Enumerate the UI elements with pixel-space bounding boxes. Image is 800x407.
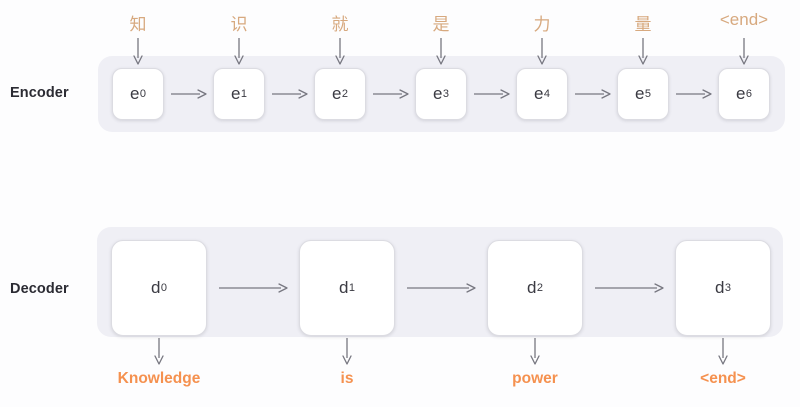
- cell-subscript: 2: [536, 282, 544, 294]
- cell-subscript: 4: [543, 88, 551, 100]
- encoder-input-arrow-4: [536, 38, 548, 65]
- encoder-input-token-1: 识: [230, 15, 248, 34]
- cell-subscript: 2: [341, 88, 349, 100]
- decoder-output-word-0: Knowledge: [117, 370, 201, 387]
- encoder-input-arrow-3: [435, 38, 447, 65]
- encoder-input-token-0: 知: [129, 15, 147, 34]
- encoder-input-arrow-6: [738, 38, 750, 65]
- encoder-input-token-4: 力: [533, 15, 551, 34]
- cell-subscript: 3: [724, 282, 732, 294]
- encoder-flow-arrow-4: [575, 88, 611, 100]
- decoder-output-arrow-1: [341, 338, 353, 365]
- cell-subscript: 6: [745, 88, 753, 100]
- encoder-flow-arrow-2: [373, 88, 409, 100]
- decoder-output-word-1: is: [340, 370, 354, 387]
- encoder-input-arrow-5: [637, 38, 649, 65]
- cell-subscript: 1: [348, 282, 356, 294]
- decoder-output-arrow-3: [717, 338, 729, 365]
- decoder-flow-arrow-0: [219, 282, 288, 294]
- cell-subscript: 3: [442, 88, 450, 100]
- cell-subscript: 0: [139, 88, 147, 100]
- encoder-input-token-2: 就: [331, 15, 349, 34]
- encoder-input-arrow-2: [334, 38, 346, 65]
- decoder-output-word-2: power: [512, 370, 558, 387]
- decoder-band: [97, 227, 783, 337]
- cell-subscript: 5: [644, 88, 652, 100]
- encoder-input-token-6: <end>: [719, 10, 769, 29]
- cell-subscript: 0: [160, 282, 168, 294]
- cell-subscript: 1: [240, 88, 248, 100]
- decoder-flow-arrow-1: [407, 282, 476, 294]
- decoder-row-label: Decoder: [10, 281, 69, 297]
- encoder-input-arrow-0: [132, 38, 144, 65]
- decoder-output-arrow-2: [529, 338, 541, 365]
- encoder-flow-arrow-3: [474, 88, 510, 100]
- decoder-flow-arrow-2: [595, 282, 664, 294]
- decoder-output-arrow-0: [153, 338, 165, 365]
- encoder-input-token-5: 量: [634, 15, 652, 34]
- encoder-flow-arrow-1: [272, 88, 308, 100]
- encoder-flow-arrow-5: [676, 88, 712, 100]
- encoder-row-label: Encoder: [10, 85, 69, 101]
- encoder-input-arrow-1: [233, 38, 245, 65]
- decoder-output-word-3: <end>: [700, 370, 746, 387]
- encoder-input-token-3: 是: [432, 15, 450, 34]
- encoder-flow-arrow-0: [171, 88, 207, 100]
